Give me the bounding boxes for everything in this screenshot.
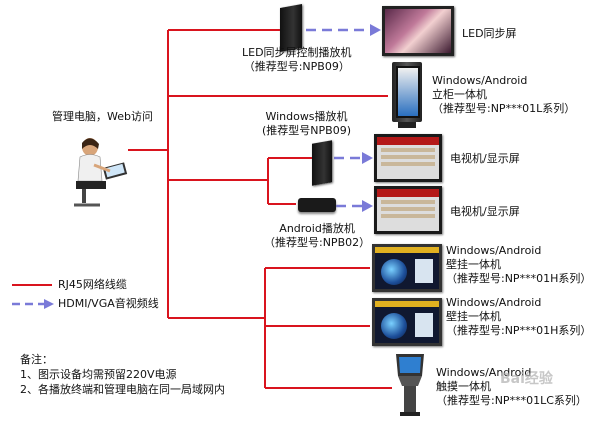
standing-kiosk-type: 立柜一体机	[432, 88, 487, 101]
legend-rj45-label: RJ45网络线缆	[58, 278, 127, 291]
hdmi-tv1-arrowhead	[362, 152, 373, 164]
wall-screen-2-device	[372, 298, 442, 346]
led-screen-device	[382, 6, 454, 56]
wall-screen-2-model: （推荐型号:NP***01H系列）	[446, 324, 592, 337]
windows-player-model: (推荐型号NPB09)	[262, 124, 351, 137]
tv2-label: 电视机/显示屏	[450, 205, 520, 218]
wall-screen-1-device	[372, 244, 442, 292]
led-player-device	[280, 4, 302, 52]
wall-screen-2-os: Windows/Android	[446, 296, 542, 309]
android-player-name: Android播放机	[279, 222, 355, 235]
standing-kiosk-device	[392, 62, 422, 130]
windows-player-name: Windows播放机	[265, 110, 348, 123]
wall-screen-1-label: Windows/Android 壁挂一体机 （推荐型号:NP***01H系列）	[446, 244, 591, 286]
wall-screen-2-label: Windows/Android 壁挂一体机 （推荐型号:NP***01H系列）	[446, 296, 591, 338]
tv1-device	[374, 134, 442, 182]
hdmi-led-arrowhead	[370, 24, 381, 36]
notes-title: 备注：	[20, 353, 53, 366]
wall-screen-2-type: 壁挂一体机	[446, 310, 501, 323]
led-player-name: LED同步屏控制播放机	[242, 46, 352, 59]
windows-player-device	[312, 140, 332, 186]
android-player-model: （推荐型号:NPB02）	[264, 236, 371, 249]
led-player-label: LED同步屏控制播放机 （推荐型号:NPB09）	[242, 46, 352, 74]
touch-kiosk-os: Windows/Android	[436, 366, 532, 379]
standing-kiosk-os: Windows/Android	[432, 74, 528, 87]
watermark: Bai经验	[500, 371, 553, 387]
android-player-device	[298, 198, 336, 212]
wall-screen-1-os: Windows/Android	[446, 244, 542, 257]
led-screen-label: LED同步屏	[462, 27, 517, 40]
touch-kiosk-model: （推荐型号:NP***01LC系列）	[436, 394, 587, 407]
wall-screen-1-model: （推荐型号:NP***01H系列）	[446, 272, 592, 285]
notes-block: 备注： 1、图示设备均需预留220V电源 2、各播放终端和管理电脑在同一局域网内	[20, 352, 225, 397]
led-player-model: （推荐型号:NPB09）	[243, 60, 350, 73]
tv1-label: 电视机/显示屏	[450, 152, 520, 165]
legend-hdmi-label: HDMI/VGA音视频线	[58, 297, 159, 310]
windows-player-label: Windows播放机 (推荐型号NPB09)	[262, 110, 351, 138]
touch-kiosk-label: Windows/Android 触摸一体机 （推荐型号:NP***01LC系列）	[436, 366, 587, 408]
notes-line-1: 1、图示设备均需预留220V电源	[20, 368, 177, 381]
standing-kiosk-label: Windows/Android 立柜一体机 （推荐型号:NP***01L系列）	[432, 74, 575, 116]
touch-kiosk-device	[392, 350, 428, 416]
wall-screen-1-type: 壁挂一体机	[446, 258, 501, 271]
touch-kiosk-type: 触摸一体机	[436, 380, 491, 393]
tv2-device	[374, 186, 442, 234]
admin-person-icon	[72, 135, 132, 215]
hdmi-tv2-arrowhead	[362, 200, 373, 212]
admin-label: 管理电脑，Web访问	[52, 110, 153, 123]
legend-hdmi-arrowhead	[44, 299, 54, 309]
standing-kiosk-model: （推荐型号:NP***01L系列）	[432, 102, 576, 115]
notes-line-2: 2、各播放终端和管理电脑在同一局域网内	[20, 383, 225, 396]
android-player-label: Android播放机 （推荐型号:NPB02）	[264, 222, 370, 250]
